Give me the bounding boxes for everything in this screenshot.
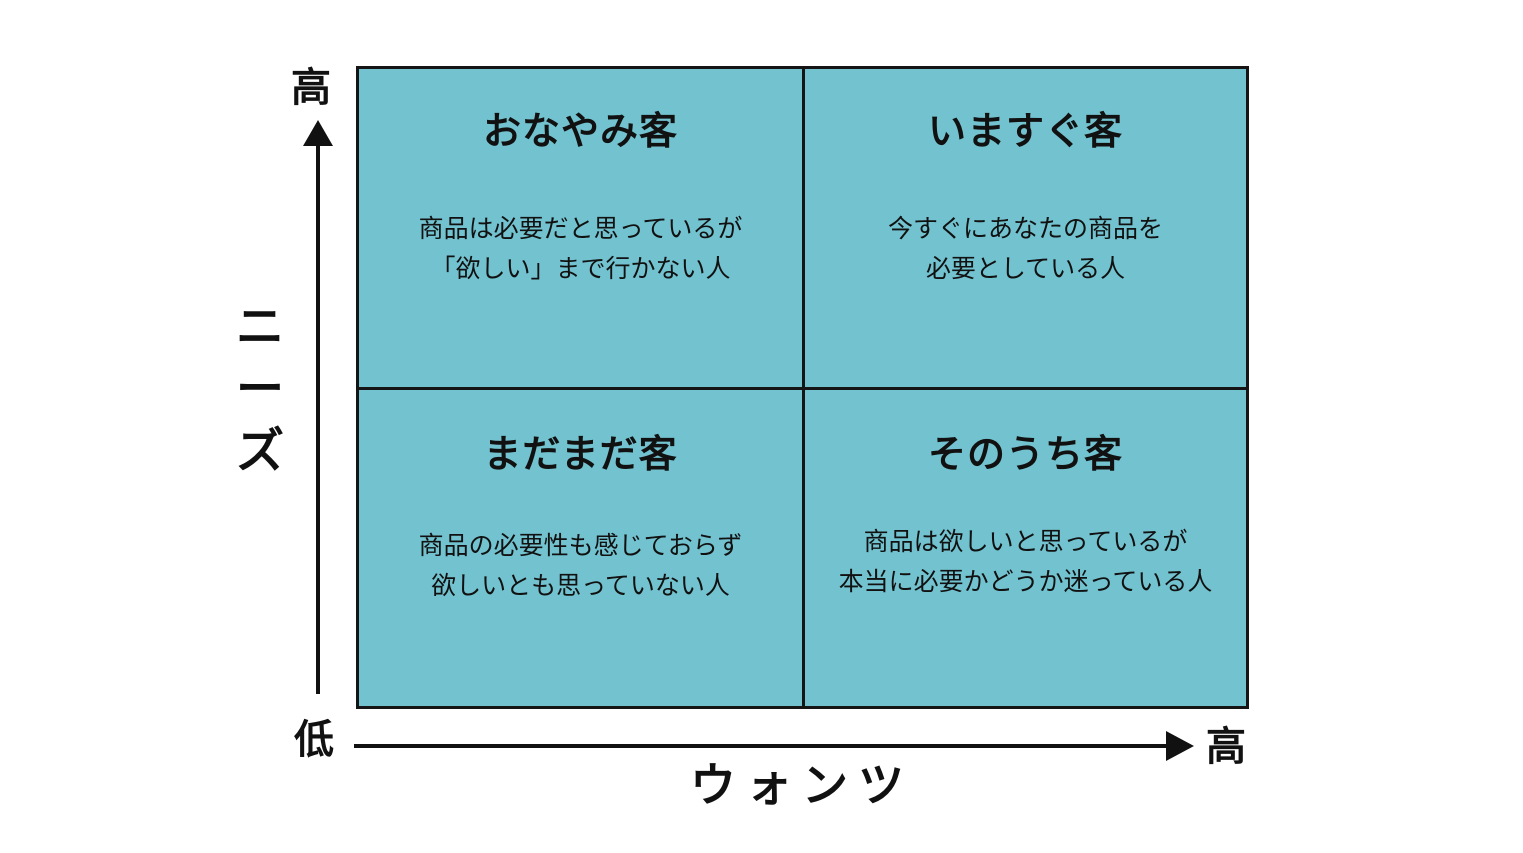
x-axis-high-label: 高 bbox=[1206, 724, 1246, 770]
description-line: 今すぐにあなたの商品を bbox=[887, 214, 1163, 243]
y-axis-high-label: 高 bbox=[291, 65, 331, 111]
quadrant-matrix: おなやみ客 商品は必要だと思っているが 「欲しい」まで行かない人 いますぐ客 今… bbox=[356, 66, 1249, 709]
quadrant-not-yet-customers: まだまだ客 商品の必要性も感じておらず 欲しいとも思っていない人 bbox=[359, 390, 802, 706]
quadrant-eventual-customers: そのうち客 商品は欲しいと思っているが 本当に必要かどうか迷っている人 bbox=[805, 390, 1246, 706]
origin-low-label: 低 bbox=[294, 717, 334, 763]
description-line: 欲しいとも思っていない人 bbox=[431, 571, 730, 600]
description-line: 商品は欲しいと思っているが bbox=[863, 527, 1188, 556]
description-line: 「欲しい」まで行かない人 bbox=[430, 254, 731, 283]
x-axis-arrowhead bbox=[1166, 731, 1194, 761]
y-axis-title-char: ー bbox=[235, 361, 284, 417]
y-axis-arrowhead bbox=[303, 120, 333, 146]
y-axis-title-char: ズ bbox=[235, 423, 284, 479]
description-line: 必要としている人 bbox=[925, 254, 1126, 283]
y-axis-title-char: ニ bbox=[235, 299, 284, 355]
x-axis-title-wants: ウォンツ bbox=[690, 758, 914, 812]
quadrant-title: まだまだ客 bbox=[483, 432, 678, 476]
quadrant-immediate-customers: いますぐ客 今すぐにあなたの商品を 必要としている人 bbox=[805, 69, 1246, 387]
y-axis-title-needs: ニ ー ズ bbox=[232, 296, 288, 482]
quadrant-description: 商品の必要性も感じておらず 欲しいとも思っていない人 bbox=[359, 526, 802, 606]
description-line: 本当に必要かどうか迷っている人 bbox=[838, 567, 1213, 596]
quadrant-description: 商品は必要だと思っているが 「欲しい」まで行かない人 bbox=[359, 209, 802, 289]
quadrant-title: いますぐ客 bbox=[927, 109, 1123, 153]
quadrant-description: 今すぐにあなたの商品を 必要としている人 bbox=[805, 209, 1246, 289]
quadrant-title: そのうち客 bbox=[927, 432, 1123, 476]
description-line: 商品は必要だと思っているが bbox=[418, 214, 743, 243]
horizontal-divider bbox=[359, 387, 1246, 390]
description-line: 商品の必要性も感じておらず bbox=[418, 531, 743, 560]
quadrant-title: おなやみ客 bbox=[482, 109, 678, 153]
quadrant-description: 商品は欲しいと思っているが 本当に必要かどうか迷っている人 bbox=[805, 522, 1246, 602]
quadrant-troubled-customers: おなやみ客 商品は必要だと思っているが 「欲しい」まで行かない人 bbox=[359, 69, 802, 387]
